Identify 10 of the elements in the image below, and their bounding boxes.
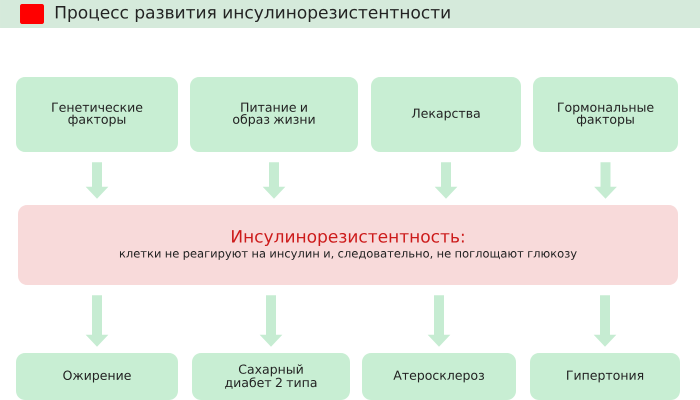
outcome-box: Сахарный диабет 2 типа (192, 353, 350, 400)
process-box: Инсулинорезистентность: клетки не реагируют на инсулин и, следовательно, не поглощают глюкозу (18, 205, 678, 285)
outcome-box: Атеросклероз (362, 353, 516, 400)
title: Процесс развития инсулинорезистентности (56, 6, 450, 22)
factor-box: Генетические факторы (16, 77, 178, 152)
outcome-box: Ожирение (16, 353, 178, 400)
outcome-box: Гипертония (530, 353, 680, 400)
factor-box: Лекарства (371, 77, 521, 152)
factor-box: Гормональные факторы (533, 77, 678, 152)
factor-box: Питание и образ жизни (190, 77, 358, 152)
